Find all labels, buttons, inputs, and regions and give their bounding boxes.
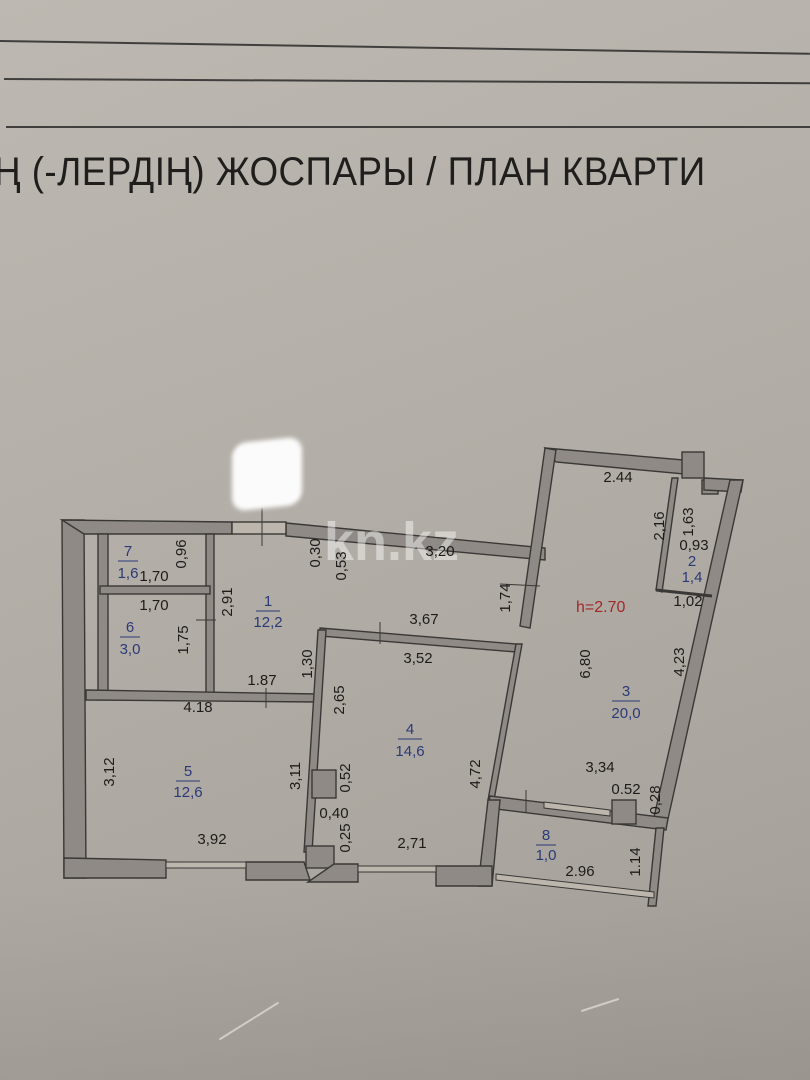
svg-text:2,91: 2,91 (219, 587, 236, 616)
svg-text:2.96: 2.96 (565, 863, 594, 880)
svg-text:3,34: 3,34 (585, 759, 614, 776)
watermark: kn.kz (324, 512, 459, 572)
room-label-3: 3 20,0 (611, 683, 640, 722)
room-label-1: 1 12,2 (253, 593, 282, 631)
svg-text:1,70: 1,70 (139, 597, 168, 614)
svg-text:6,80: 6,80 (577, 649, 594, 678)
ceiling-height-label: h=2.70 (576, 599, 625, 616)
svg-text:0,40: 0,40 (319, 805, 348, 822)
svg-text:12,6: 12,6 (173, 784, 202, 801)
svg-text:4: 4 (406, 721, 414, 738)
svg-text:1,63: 1,63 (680, 507, 697, 536)
svg-text:14,6: 14,6 (395, 743, 424, 760)
room-label-4: 4 14,6 (395, 721, 424, 760)
svg-text:2,16: 2,16 (651, 511, 668, 540)
room-label-6: 6 3,0 (120, 619, 141, 658)
svg-text:1.14: 1.14 (627, 847, 644, 876)
svg-text:20,0: 20,0 (611, 705, 640, 722)
svg-text:3,92: 3,92 (197, 831, 226, 848)
dimension-labels: 0,96 1,70 1,70 1,75 2,91 0,30 0,53 3,20 … (101, 469, 709, 880)
svg-text:0,30: 0,30 (307, 538, 324, 567)
svg-text:3,52: 3,52 (403, 650, 432, 667)
svg-text:2,71: 2,71 (397, 835, 426, 852)
svg-text:1,75: 1,75 (175, 625, 192, 654)
svg-text:1: 1 (264, 593, 272, 610)
svg-text:3: 3 (622, 683, 630, 700)
svg-text:0,28: 0,28 (647, 785, 664, 814)
windows (165, 801, 655, 899)
svg-text:1,30: 1,30 (299, 649, 316, 678)
svg-text:3,12: 3,12 (101, 757, 118, 786)
svg-text:3,20: 3,20 (425, 543, 454, 560)
svg-text:12,2: 12,2 (253, 614, 282, 631)
svg-text:1,02: 1,02 (673, 593, 702, 610)
svg-text:0,53: 0,53 (333, 551, 350, 580)
svg-text:3,0: 3,0 (120, 641, 141, 658)
inner-lines (196, 508, 541, 812)
document-heading: Ң (-ЛЕРДІҢ) ЖОСПАРЫ / ПЛАН КВАРТИ (0, 150, 706, 194)
svg-text:1.87: 1.87 (247, 672, 276, 689)
svg-text:3,11: 3,11 (287, 762, 304, 790)
svg-text:0,96: 0,96 (173, 539, 190, 568)
room-label-2: 2 1,4 (682, 553, 703, 586)
svg-text:0,93: 0,93 (679, 537, 708, 554)
svg-text:1,6: 1,6 (118, 565, 139, 582)
svg-text:4,72: 4,72 (467, 759, 484, 788)
svg-text:4.18: 4.18 (183, 699, 212, 716)
svg-text:2,65: 2,65 (331, 685, 348, 714)
svg-text:4,23: 4,23 (671, 647, 688, 676)
paper-shadow (0, 880, 810, 1080)
svg-text:8: 8 (542, 827, 550, 844)
svg-text:0,52: 0,52 (337, 763, 354, 792)
room-label-7: 7 1,6 (118, 543, 139, 582)
svg-text:1,0: 1,0 (536, 847, 557, 864)
svg-text:1,74: 1,74 (497, 583, 514, 612)
room-label-5: 5 12,6 (173, 763, 202, 801)
svg-text:7: 7 (124, 543, 132, 560)
light-glare (232, 436, 302, 512)
ruled-line-3 (6, 126, 810, 128)
svg-text:1,4: 1,4 (682, 569, 703, 586)
svg-text:0.52: 0.52 (611, 781, 640, 798)
room-label-8: 8 1,0 (536, 827, 557, 864)
svg-text:1,70: 1,70 (139, 568, 168, 585)
svg-text:3,67: 3,67 (409, 611, 438, 628)
svg-text:2: 2 (688, 553, 696, 570)
svg-text:6: 6 (126, 619, 134, 636)
svg-text:2.44: 2.44 (603, 469, 632, 486)
svg-text:5: 5 (184, 763, 192, 780)
svg-text:0,25: 0,25 (337, 823, 354, 852)
walls (59, 447, 744, 907)
